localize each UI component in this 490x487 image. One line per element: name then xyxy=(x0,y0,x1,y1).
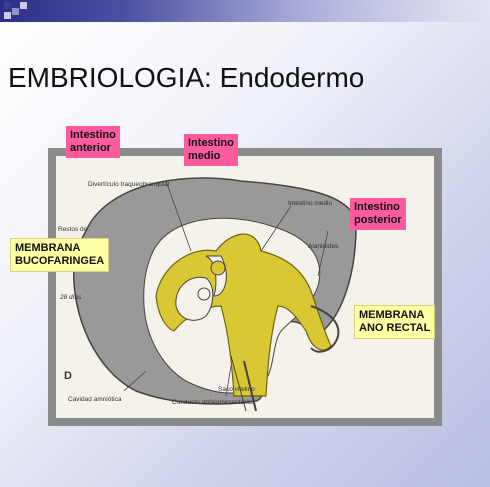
banner-square xyxy=(4,12,11,19)
banner-square xyxy=(4,2,11,9)
label-intestino-medio-small: Intestino medio xyxy=(288,200,332,207)
label-cavidad: Cavidad amniótica xyxy=(68,396,121,403)
banner-square xyxy=(12,8,19,15)
label-membrana-ano-rectal: MEMBRANA ANO RECTAL xyxy=(354,305,435,339)
label-alantoides: Alantoides xyxy=(308,243,338,250)
label-intestino-medio: Intestino medio xyxy=(184,134,238,166)
label-conducto: Conducto onfalomesentérico xyxy=(172,399,255,406)
label-intestino-posterior: Intestino posterior xyxy=(350,198,406,230)
label-membrana-bucofaringea: MEMBRANA BUCOFARINGEA xyxy=(10,238,109,272)
banner-square xyxy=(20,2,27,9)
label-intestino-anterior: Intestino anterior xyxy=(66,126,120,158)
label-restos-de: Restos de xyxy=(58,226,87,233)
panel-letter: D xyxy=(64,370,72,382)
title-banner xyxy=(0,0,490,22)
label-saco: Saco vitelino xyxy=(218,386,255,393)
label-dias: 28 días xyxy=(60,294,81,301)
embryo-diagram xyxy=(56,156,434,418)
slide-title: EMBRIOLOGIA: Endodermo xyxy=(8,62,364,94)
label-diverticulo: Divertículo traqueobronquial xyxy=(88,181,169,188)
